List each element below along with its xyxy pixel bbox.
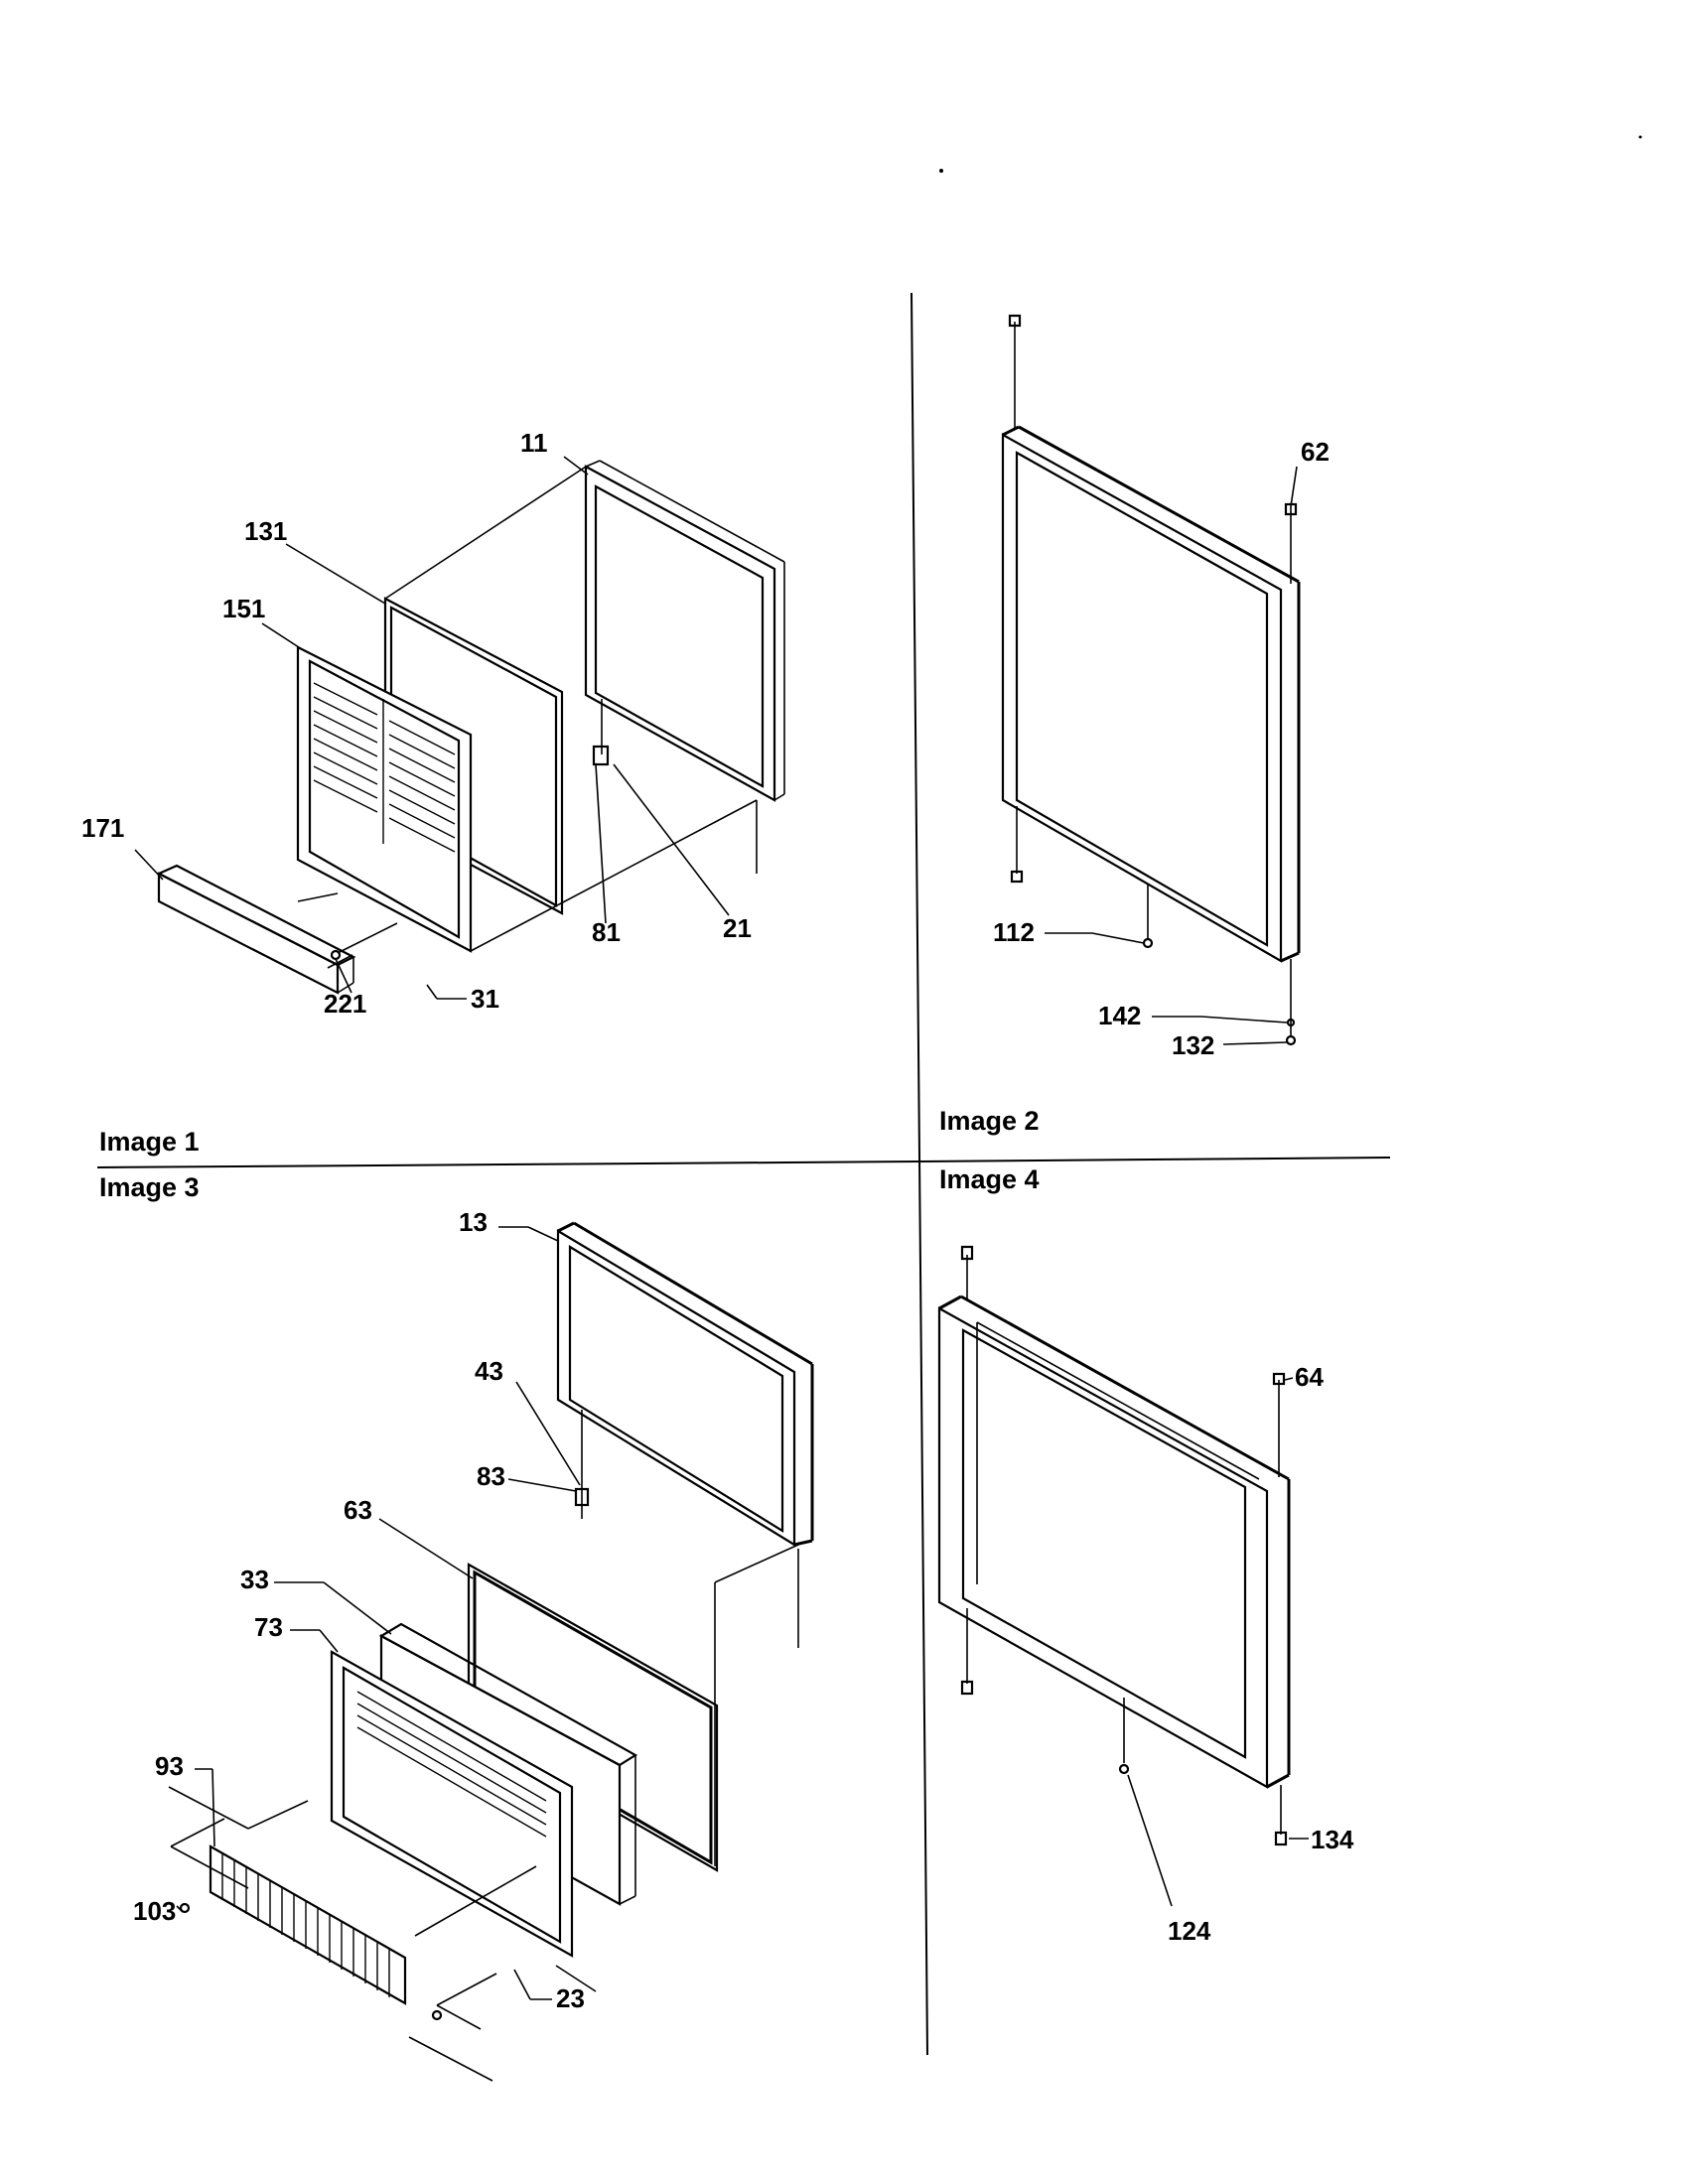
callout-13: 13	[459, 1207, 488, 1237]
callout-43: 43	[475, 1356, 503, 1386]
inner-door-ribs	[356, 1691, 547, 1838]
horizontal-divider-left	[96, 1160, 920, 1168]
callout-64: 64	[1295, 1362, 1324, 1392]
callout-23: 23	[556, 1983, 585, 2013]
panel-title-image-1: Image 1	[99, 1127, 200, 1157]
image-2-door-frame	[1001, 314, 1301, 1046]
door-frame-image-4	[937, 1306, 1269, 1789]
image-3-assembly	[168, 1221, 814, 2082]
bin-171	[157, 872, 340, 995]
liner-shelf-ribs	[313, 682, 456, 853]
horizontal-divider-right	[918, 1157, 1391, 1162]
callout-132: 132	[1172, 1030, 1214, 1060]
callout-131: 131	[244, 516, 287, 546]
grille-93	[209, 1844, 407, 2005]
gasket-63	[467, 1563, 719, 1872]
callout-63: 63	[344, 1495, 372, 1525]
callout-11: 11	[520, 428, 548, 458]
door-frame-11	[584, 465, 776, 802]
door-frame-13	[556, 1229, 796, 1547]
vertical-divider-top	[911, 292, 920, 1158]
callout-221: 221	[324, 989, 366, 1019]
callout-81: 81	[592, 917, 621, 947]
callout-31: 31	[471, 984, 499, 1014]
door-frame-image-2	[1001, 433, 1283, 963]
panel-title-image-3: Image 3	[99, 1172, 200, 1202]
callout-103: 103	[133, 1896, 176, 1926]
callout-171: 171	[81, 813, 124, 843]
callout-151: 151	[222, 594, 265, 623]
image-1-assembly	[156, 460, 785, 995]
image-4-door-frame	[937, 1245, 1291, 1846]
grille-slats	[221, 1852, 390, 1997]
callout-112: 112	[993, 917, 1035, 947]
callout-93: 93	[155, 1751, 184, 1781]
callout-134: 134	[1311, 1825, 1354, 1854]
panel-title-image-2: Image 2	[939, 1106, 1040, 1136]
callout-124: 124	[1168, 1916, 1211, 1946]
panel-title-image-4: Image 4	[939, 1164, 1040, 1194]
callout-62: 62	[1301, 437, 1330, 467]
callout-33: 33	[240, 1565, 269, 1594]
callout-21: 21	[723, 913, 752, 943]
callout-142: 142	[1098, 1001, 1141, 1030]
callout-83: 83	[477, 1461, 505, 1491]
vertical-divider-bottom	[918, 1156, 928, 2056]
callout-73: 73	[254, 1612, 283, 1642]
